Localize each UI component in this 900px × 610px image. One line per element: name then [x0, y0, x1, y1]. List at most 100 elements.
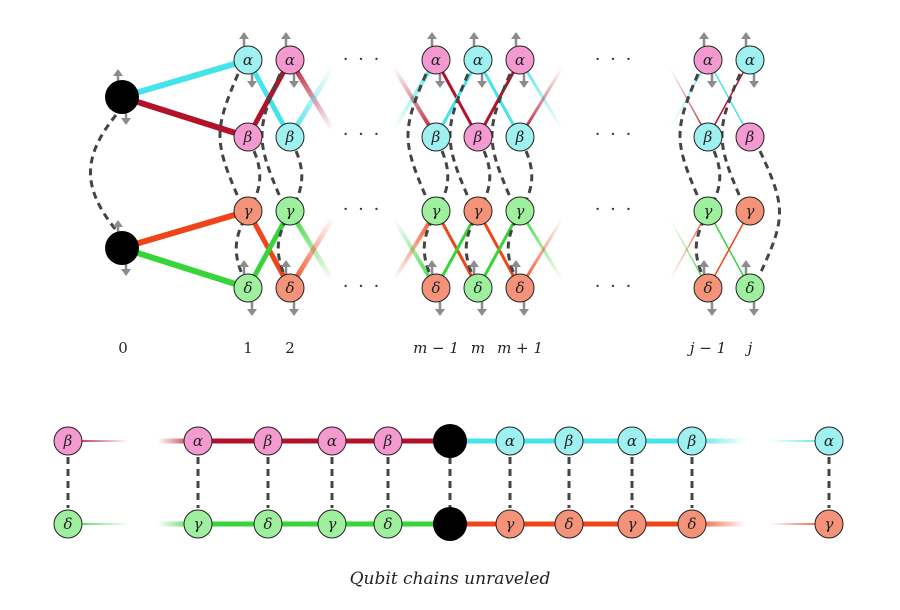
node-col7-row4: δ — [735, 273, 765, 303]
column-label-m: m — [471, 339, 485, 357]
column-label-0: 0 — [118, 339, 128, 357]
ellipsis-row1-b: · · · — [595, 49, 634, 70]
chain-bottom-left-node-3-symbol: δ — [383, 515, 392, 533]
node-col4-row1: α — [463, 45, 493, 75]
node-col6-row2-symbol: β — [703, 128, 713, 146]
node-col3-row2: β — [421, 122, 451, 152]
node-col3-row1: α — [421, 45, 451, 75]
node-col4-row3-symbol: γ — [474, 202, 483, 220]
node-col4-row3: γ — [463, 196, 493, 226]
chain-top-right-node-1-symbol: β — [564, 432, 574, 450]
node-col7-row3-symbol: γ — [746, 202, 755, 220]
isolated-left-bottom-symbol: δ — [63, 515, 72, 533]
spin-arrows-col2-row4 — [427, 260, 445, 316]
node-col2-row2-symbol: β — [285, 128, 295, 146]
node-col5-row3: γ — [505, 196, 535, 226]
edge-hub-bottom-delta — [119, 245, 251, 291]
dashed-col-j-lower — [758, 150, 781, 275]
chain-top-right-node-0-symbol: α — [505, 432, 515, 450]
ellipsis-row2-a: · · · — [343, 124, 382, 145]
chain-top-left-node-3-symbol: β — [383, 432, 393, 450]
edge-hub-top-beta — [119, 94, 251, 140]
chain-bottom-left-node-1-symbol: δ — [263, 515, 272, 533]
node-col6-row1: α — [693, 45, 723, 75]
edge-hub-top-alpha — [119, 57, 251, 100]
figure-caption: Qubit chains unraveled — [350, 569, 551, 589]
chain-bottom-left-node-2: γ — [317, 509, 347, 539]
isolated-right-top-symbol: α — [824, 432, 834, 450]
node-col2-row1-symbol: α — [285, 51, 295, 69]
node-col6-row4-symbol: δ — [703, 279, 712, 297]
node-col2-row2: β — [275, 122, 305, 152]
node-col1-row2: β — [233, 122, 263, 152]
chain-top-left-node-0-symbol: α — [193, 432, 203, 450]
chain-bottom-right-node-2: γ — [617, 509, 647, 539]
isolated-right-top: α — [814, 426, 844, 456]
node-col7-row1-symbol: α — [745, 51, 755, 69]
chain-top-left-node-1-symbol: β — [263, 432, 273, 450]
chain-top-left-node-1: β — [253, 426, 283, 456]
node-col7-row1: α — [735, 45, 765, 75]
chain-top-right-node-2: α — [617, 426, 647, 456]
ellipsis-row3-b: · · · — [595, 199, 634, 220]
spin-arrows-col1-row1 — [281, 32, 299, 88]
column-label-j-minus-1: j − 1 — [687, 339, 726, 357]
chain-bottom-left-node-0: γ — [183, 509, 213, 539]
chain-bottom-right-node-2-symbol: γ — [628, 515, 637, 533]
edge-j1-delta-j-gamma — [707, 210, 751, 289]
spin-arrows-col6-row1 — [741, 32, 759, 88]
node-col2-row4: δ — [275, 273, 305, 303]
chain-top-right-node-0: α — [495, 426, 525, 456]
ellipsis-row2-b: · · · — [595, 124, 634, 145]
spin-arrows-col3-row1 — [469, 32, 487, 88]
node-col3-row2-symbol: β — [431, 128, 441, 146]
node-col6-row1-symbol: α — [703, 51, 713, 69]
spin-arrows-col4-row4 — [511, 260, 529, 316]
node-col5-row4: δ — [505, 273, 535, 303]
column-label-j: j — [745, 339, 753, 357]
spin-arrows-col0-row4 — [239, 260, 257, 316]
node-col4-row2: β — [463, 122, 493, 152]
ellipsis-row4-a: · · · — [343, 276, 382, 297]
node-col1-row1: α — [233, 45, 263, 75]
node-col7-row2-symbol: β — [745, 128, 755, 146]
column-label-2: 2 — [285, 339, 295, 357]
column-label-m-plus-1: m + 1 — [497, 339, 543, 357]
column-label-m-minus-1: m − 1 — [413, 339, 459, 357]
node-col1-row2-symbol: β — [243, 128, 253, 146]
dashed-col-m1-upper — [406, 73, 428, 198]
chain-hub-bottom — [433, 507, 467, 541]
isolated-right-bottom-symbol: γ — [825, 515, 834, 533]
chain-bottom-left-node-3: δ — [373, 509, 403, 539]
chain-bottom-right-node-0: γ — [495, 509, 525, 539]
chain-bottom-right-node-0-symbol: γ — [506, 515, 515, 533]
node-col6-row4: δ — [693, 273, 723, 303]
chain-top-right-node-1: β — [554, 426, 584, 456]
ellipsis-row1-a: · · · — [343, 49, 382, 70]
node-col3-row1-symbol: α — [431, 51, 441, 69]
node-col3-row3-symbol: γ — [432, 202, 441, 220]
spin-arrows-col1-row4 — [281, 260, 299, 316]
node-col6-row3-symbol: γ — [704, 202, 713, 220]
chain-top-left-node-3: β — [373, 426, 403, 456]
node-col5-row1-symbol: α — [515, 51, 525, 69]
node-col5-row4-symbol: δ — [515, 279, 524, 297]
node-col3-row4-symbol: δ — [431, 279, 440, 297]
chain-top-left-node-0: α — [183, 426, 213, 456]
node-col6-row2: β — [693, 122, 723, 152]
spin-arrows-col0-row1 — [239, 32, 257, 88]
node-col7-row4-symbol: δ — [745, 279, 754, 297]
chain-bottom-right-node-1: δ — [554, 509, 584, 539]
node-col2-row3: γ — [275, 196, 305, 226]
node-col4-row2-symbol: β — [473, 128, 483, 146]
node-col4-row4-symbol: δ — [473, 279, 482, 297]
node-col1-row1-symbol: α — [243, 51, 253, 69]
chain-bottom-right-node-3-symbol: δ — [687, 515, 696, 533]
spin-arrows-col5-row4 — [699, 260, 717, 316]
chain-top-right-node-2-symbol: α — [627, 432, 637, 450]
node-col1-row4: δ — [233, 273, 263, 303]
edge-hub-bottom-gamma — [119, 208, 251, 251]
node-col1-row4-symbol: δ — [243, 279, 252, 297]
dashed-col-1-upper — [218, 73, 240, 198]
